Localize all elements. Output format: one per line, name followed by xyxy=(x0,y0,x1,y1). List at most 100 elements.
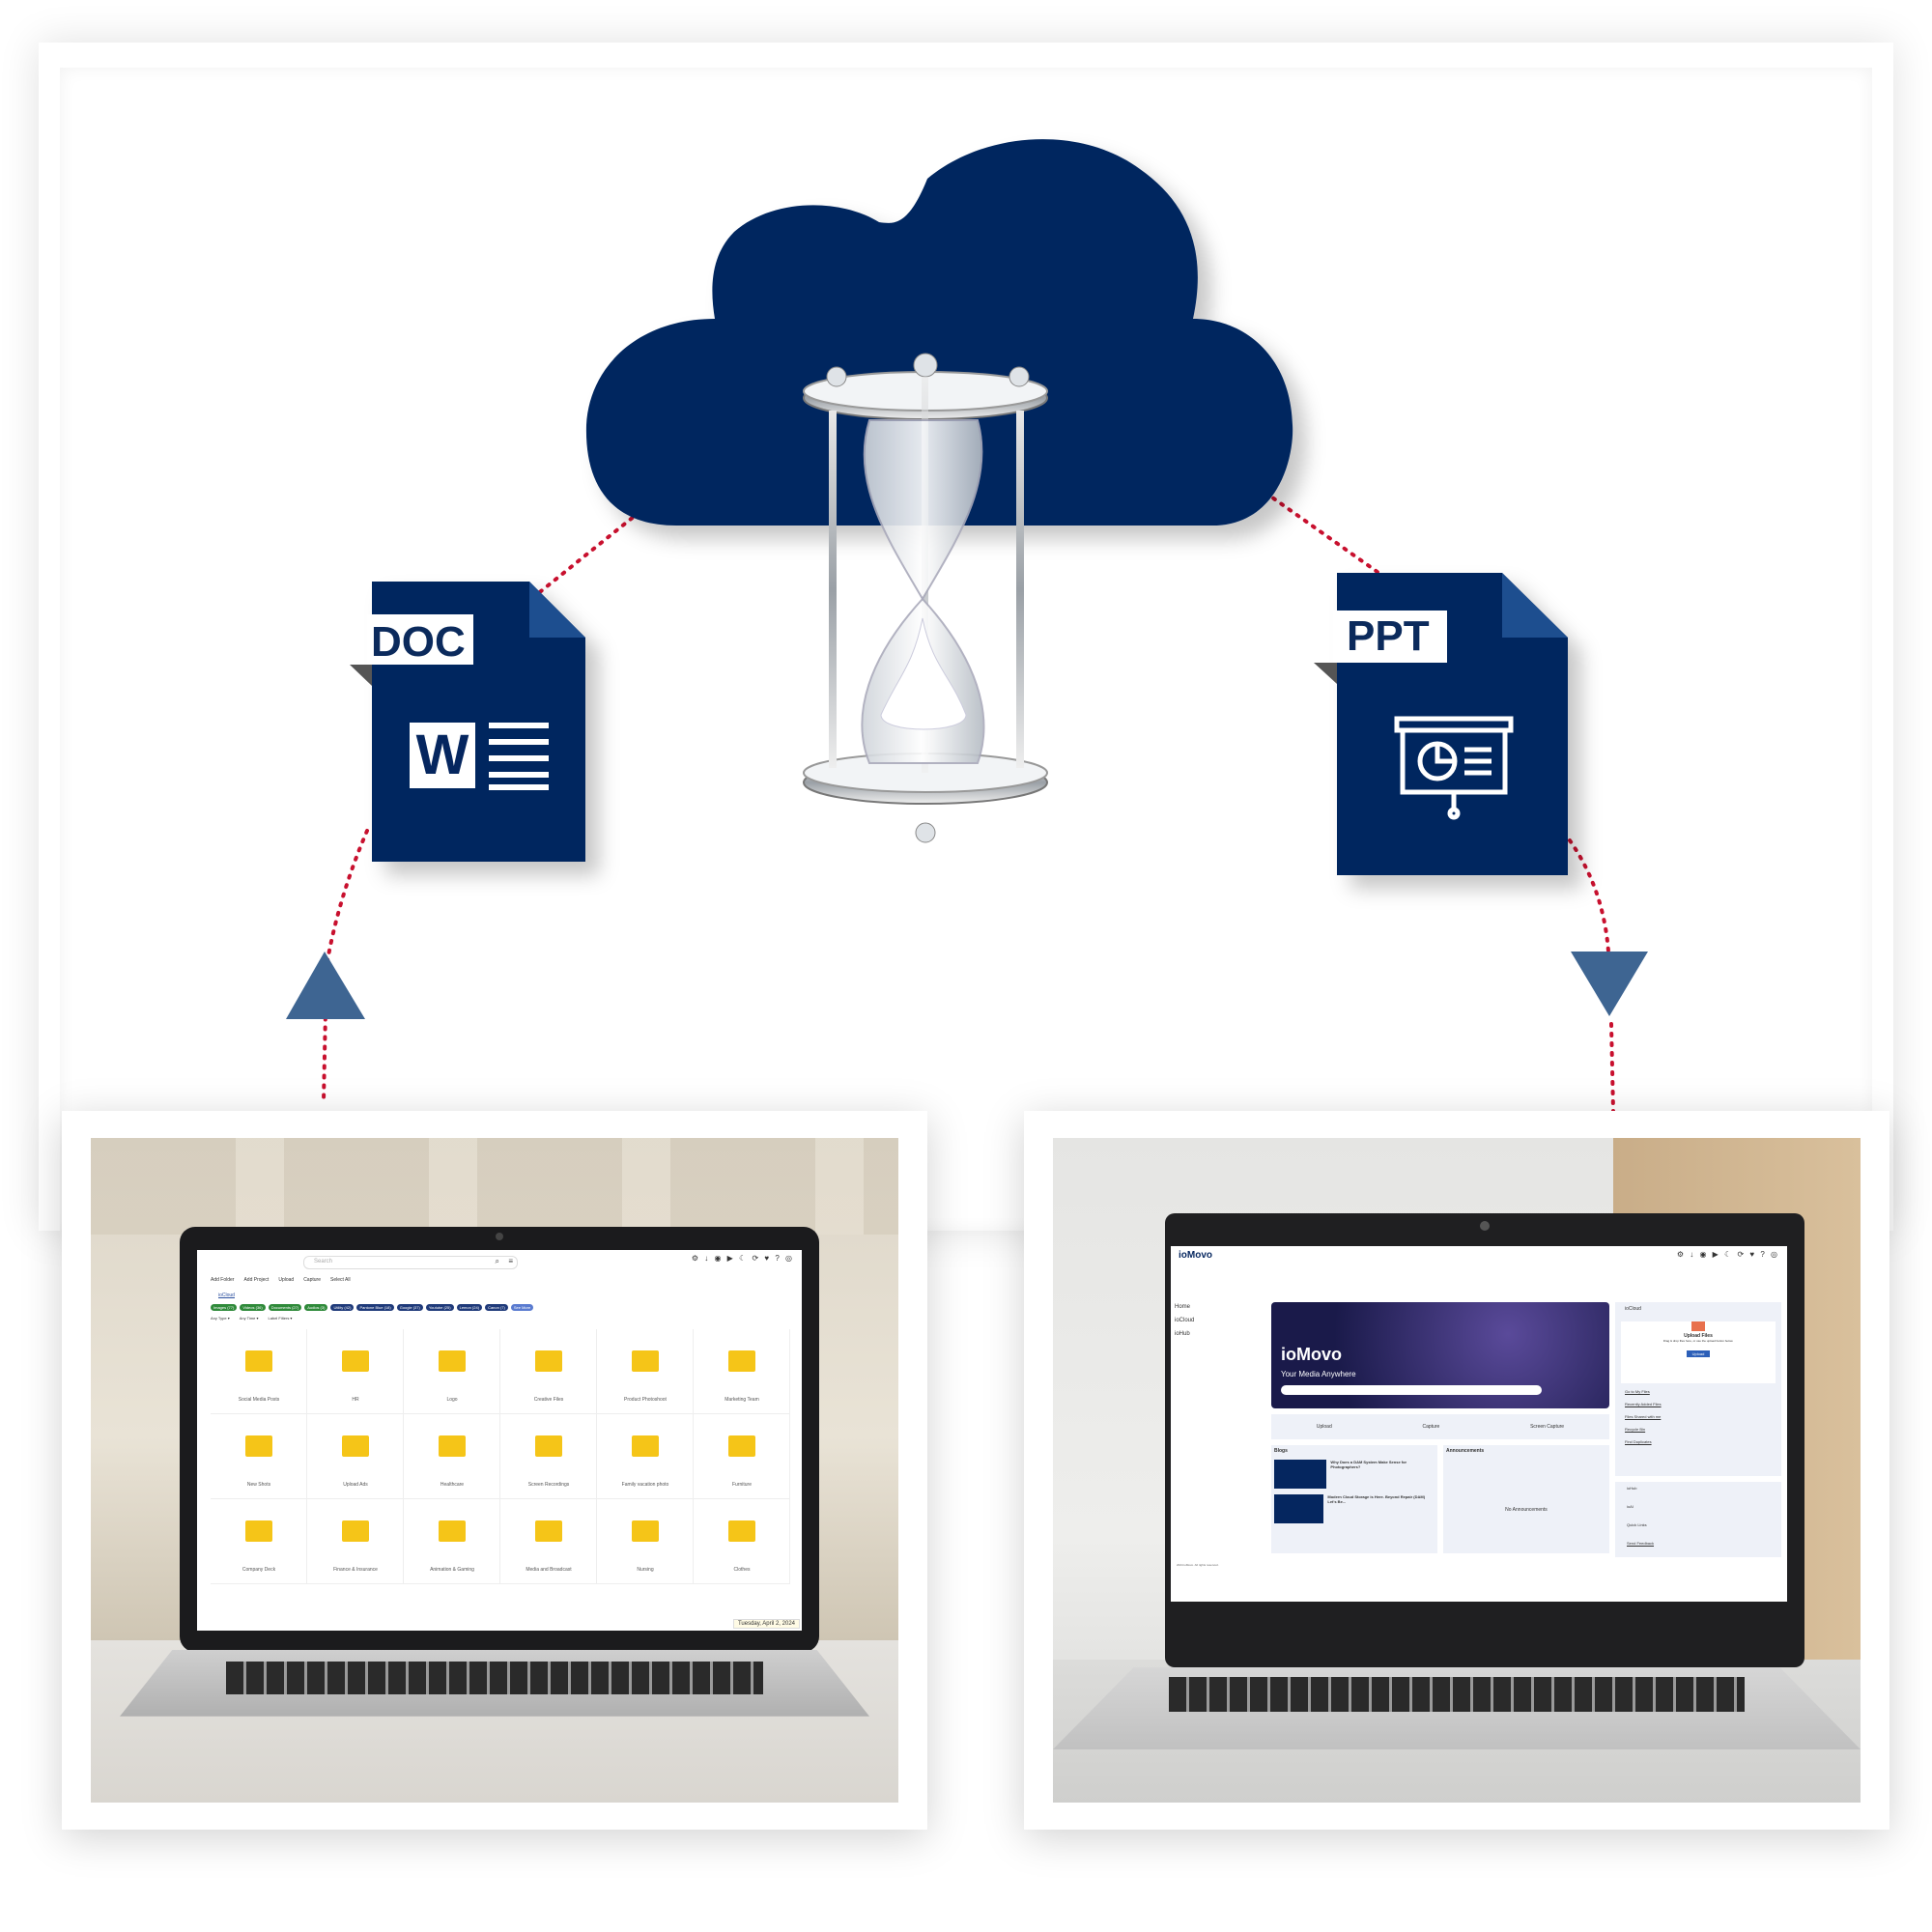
up-arrow-icon xyxy=(286,952,365,1019)
capture-button[interactable]: Capture xyxy=(303,1277,321,1283)
folder-tile[interactable]: Screen Recordings xyxy=(500,1414,597,1499)
right-app-screen: ioMovo ⚙ ↓ ◉ ▶ ☾ ⟳ ♥ ? ◎ Home ioCloud io… xyxy=(1171,1246,1787,1602)
quick-links-item[interactable]: Quick Links xyxy=(1627,1522,1647,1527)
folder-tile[interactable]: Social Media Posts xyxy=(211,1329,307,1414)
folder-icon xyxy=(728,1520,755,1542)
folder-icon xyxy=(632,1350,659,1372)
chip[interactable]: Canon (7) xyxy=(485,1304,508,1311)
folder-icon xyxy=(728,1350,755,1372)
folder-tile[interactable]: Creative Files xyxy=(500,1329,597,1414)
filter-icon[interactable]: ≡ xyxy=(508,1257,513,1265)
folder-tile[interactable]: Marketing Team xyxy=(694,1329,790,1414)
label-filter[interactable]: Label Filters ▾ xyxy=(268,1316,293,1321)
chip[interactable]: Google (37) xyxy=(396,1304,423,1311)
chip[interactable]: Lemon (24) xyxy=(456,1304,483,1311)
folder-tile[interactable]: Logo xyxy=(404,1329,500,1414)
chip[interactable]: Images (77) xyxy=(211,1304,238,1311)
folder-label: Furniture xyxy=(731,1482,752,1488)
upload-button[interactable]: Upload xyxy=(278,1277,295,1283)
folder-tile[interactable]: New Shots xyxy=(211,1414,307,1499)
blog-item[interactable]: Modern Cloud Storage is Here. Beyond Rep… xyxy=(1271,1492,1437,1526)
quick-actions: Upload Capture Screen Capture xyxy=(1271,1414,1609,1439)
left-app-screen: Search ⌕ ≡ ⚙ ↓ ◉ ▶ ☾ ⟳ ♥ ? ◎ Add Folder … xyxy=(197,1250,802,1631)
link-recent[interactable]: Recently Added Files xyxy=(1625,1402,1662,1406)
no-announcements-text: No Announcements xyxy=(1505,1507,1548,1513)
search-icon[interactable]: ⌕ xyxy=(495,1257,499,1265)
connector-cloud-doc xyxy=(529,510,641,601)
capture-action[interactable]: Capture xyxy=(1422,1424,1440,1430)
link-recycle[interactable]: Recycle Bin xyxy=(1625,1427,1646,1432)
folder-tile[interactable]: Media and Broadcast xyxy=(500,1499,597,1584)
app-logo[interactable]: ioMovo xyxy=(1179,1250,1212,1261)
ppt-label: PPT xyxy=(1347,612,1430,660)
hourglass-icon xyxy=(803,353,1048,843)
iocloud-panel: ioCloud Upload Files Drag & drop files h… xyxy=(1615,1302,1781,1476)
folder-tile[interactable]: HR xyxy=(307,1329,404,1414)
upload-dropzone[interactable]: Upload Files Drag & drop files here, or … xyxy=(1621,1321,1776,1383)
iohub-item[interactable]: ioHub xyxy=(1627,1486,1637,1491)
upload-action[interactable]: Upload xyxy=(1316,1424,1332,1430)
sidebar-item-iocloud[interactable]: ioCloud xyxy=(1175,1318,1195,1323)
hero-banner: ioMovo Your Media Anywhere xyxy=(1271,1302,1609,1408)
ioai-item[interactable]: ioAI xyxy=(1627,1504,1634,1509)
blogs-title: Blogs xyxy=(1274,1448,1288,1454)
folder-label: Screen Recordings xyxy=(527,1482,570,1488)
folder-tile[interactable]: Nursing xyxy=(597,1499,694,1584)
add-project-button[interactable]: Add Project xyxy=(243,1277,270,1283)
folder-label: Marketing Team xyxy=(724,1397,759,1403)
folder-tile[interactable]: Finance & Insurance xyxy=(307,1499,404,1584)
folder-tile[interactable]: Animation & Gaming xyxy=(404,1499,500,1584)
screen-capture-action[interactable]: Screen Capture xyxy=(1530,1424,1565,1430)
folder-tile[interactable]: Product Photoshoot xyxy=(597,1329,694,1414)
chip[interactable]: Youtube (25) xyxy=(425,1304,454,1311)
chip[interactable]: Pantone Blue (18) xyxy=(356,1304,394,1311)
link-duplicates[interactable]: Find Duplicates xyxy=(1625,1439,1652,1444)
chip[interactable]: Documents (27) xyxy=(268,1304,302,1311)
folder-tile[interactable]: Healthcare xyxy=(404,1414,500,1499)
announcements-panel: Announcements No Announcements xyxy=(1443,1445,1609,1553)
chip[interactable]: Videos (36) xyxy=(240,1304,266,1311)
folder-tile[interactable]: Clothes xyxy=(694,1499,790,1584)
hero-search-input[interactable] xyxy=(1281,1385,1542,1395)
see-more-chip[interactable]: See More xyxy=(510,1304,534,1311)
folder-tile[interactable]: Upload Ads xyxy=(307,1414,404,1499)
folder-tile[interactable]: Company Deck xyxy=(211,1499,307,1584)
time-filter[interactable]: Any Time ▾ xyxy=(239,1316,259,1321)
folder-icon xyxy=(245,1435,272,1457)
filter-dropdowns: Any Type ▾ Any Time ▾ Label Filters ▾ xyxy=(211,1316,292,1321)
chip[interactable]: Audios (3) xyxy=(304,1304,328,1311)
type-filter[interactable]: Any Type ▾ xyxy=(211,1316,230,1321)
add-folder-button[interactable]: Add Folder xyxy=(211,1277,235,1283)
send-feedback-link[interactable]: Send Feedback xyxy=(1627,1541,1655,1546)
folder-label: Upload Ads xyxy=(343,1482,368,1488)
keyboard xyxy=(226,1662,763,1694)
folder-label: Creative Files xyxy=(533,1397,564,1403)
folder-tile[interactable]: Family vacation photo xyxy=(597,1414,694,1499)
folder-tile[interactable]: Furniture xyxy=(694,1414,790,1499)
ppt-file-icon xyxy=(1314,573,1568,875)
left-laptop: Search ⌕ ≡ ⚙ ↓ ◉ ▶ ☾ ⟳ ♥ ? ◎ Add Folder … xyxy=(180,1227,819,1652)
doc-label: DOC xyxy=(371,618,466,666)
keyboard xyxy=(1169,1677,1745,1712)
select-all-button[interactable]: Select All xyxy=(329,1277,351,1283)
cloud-icon xyxy=(585,139,1293,526)
search-input[interactable]: Search ⌕ ≡ xyxy=(303,1256,518,1269)
top-actions[interactable]: ⚙ ↓ ◉ ▶ ☾ ⟳ ♥ ? ◎ xyxy=(1676,1250,1779,1259)
link-shared[interactable]: Files Shared with me xyxy=(1625,1414,1662,1419)
link-my-files[interactable]: Go to My Files xyxy=(1625,1389,1650,1394)
right-photo-scene: ioMovo ⚙ ↓ ◉ ▶ ☾ ⟳ ♥ ? ◎ Home ioCloud io… xyxy=(1053,1138,1861,1803)
right-laptop-base xyxy=(1053,1667,1861,1749)
sidebar-item-iohub[interactable]: ioHub xyxy=(1175,1331,1190,1337)
folder-label: Finance & Insurance xyxy=(333,1567,378,1573)
hero-brand: ioMovo xyxy=(1281,1345,1342,1364)
diagram-graphics xyxy=(286,139,1648,1113)
upload-files-button[interactable]: Upload xyxy=(1686,1350,1711,1357)
chip[interactable]: Utility (42) xyxy=(330,1304,355,1311)
breadcrumb[interactable]: ioCloud xyxy=(218,1293,235,1298)
blog-item[interactable]: Why Does a DAM System Make Sense for Pho… xyxy=(1271,1457,1437,1492)
top-actions[interactable]: ⚙ ↓ ◉ ▶ ☾ ⟳ ♥ ? ◎ xyxy=(691,1254,794,1263)
connector-ppt-down xyxy=(1568,838,1610,953)
word-letter-icon: W xyxy=(415,724,469,786)
sidebar-item-home[interactable]: Home xyxy=(1175,1304,1191,1310)
